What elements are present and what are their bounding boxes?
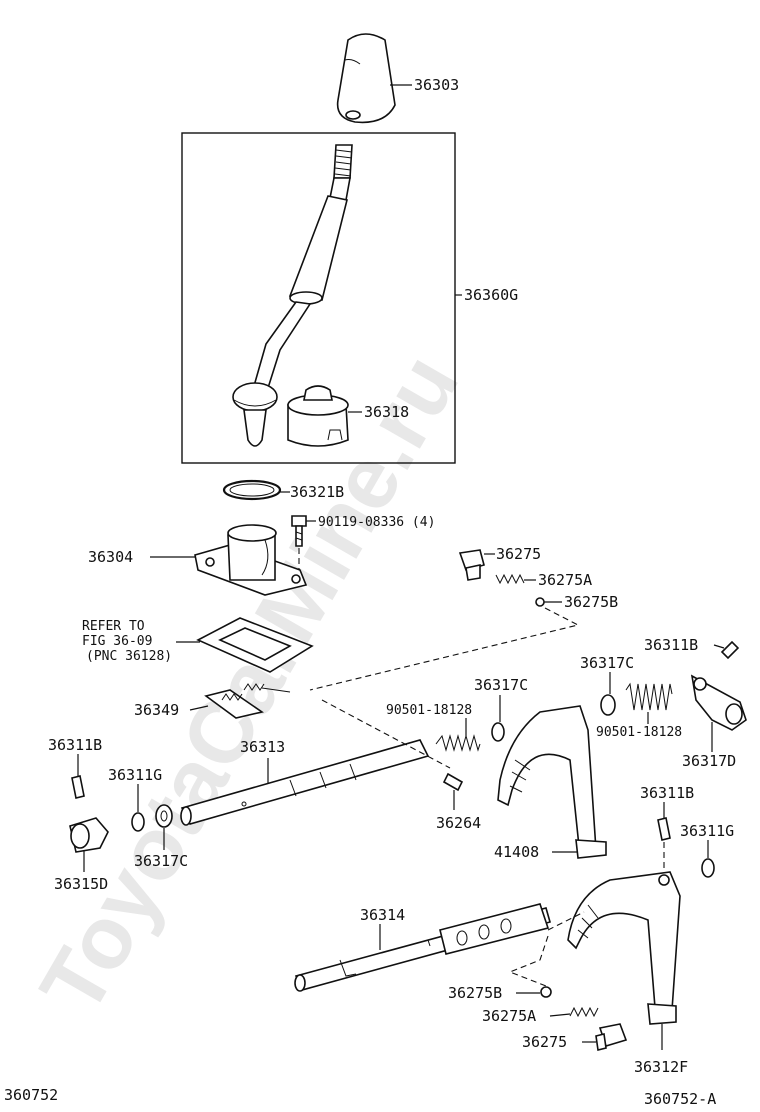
- washer-center: [491, 722, 505, 742]
- pin-left: [71, 775, 85, 799]
- label-head-left: 36315D: [54, 875, 108, 893]
- label-plug-bottom: 36275: [522, 1033, 567, 1051]
- label-pin-left: 36311B: [48, 736, 102, 754]
- label-pin-right-mid: 36311B: [640, 784, 694, 802]
- shift-knob: [336, 33, 396, 124]
- label-ball-top: 36275B: [564, 593, 618, 611]
- label-spring-center: 90501-18128: [386, 703, 472, 718]
- label-bolt: 90119-08336 (4): [318, 515, 435, 530]
- label-washer-mid: 36317C: [474, 676, 528, 694]
- label-fork-upper: 41408: [494, 843, 539, 861]
- shift-lever-retainer: [194, 524, 308, 596]
- label-retainer: 36304: [88, 548, 133, 566]
- gasket: [196, 617, 314, 673]
- label-spring-top: 36275A: [538, 571, 592, 589]
- pin-right-mid: [657, 817, 671, 841]
- plug-top: [458, 549, 485, 581]
- spring-bottom: [569, 1006, 599, 1018]
- label-pin-right-top: 36311B: [644, 636, 698, 654]
- plug-bottom: [595, 1023, 628, 1051]
- label-washer-upper: 36317C: [580, 654, 634, 672]
- shift-fork-shaft-lower: [294, 903, 551, 992]
- spring-top: [495, 573, 525, 585]
- ball-top: [535, 597, 545, 607]
- shift-lever: [232, 144, 353, 447]
- label-pin-center: 36264: [436, 814, 481, 832]
- snap-right: [701, 858, 715, 878]
- lever-assy-frame: [181, 132, 456, 464]
- washer-left: [155, 804, 173, 828]
- label-spring-plate: 36349: [134, 701, 179, 719]
- label-lever-assy: 36360G: [464, 286, 518, 304]
- label-ball-bottom: 36275B: [448, 984, 502, 1002]
- label-plug-top: 36275: [496, 545, 541, 563]
- label-head-d: 36317D: [682, 752, 736, 770]
- snap-left: [131, 812, 145, 832]
- refer-note-line2: FIG 36-09: [82, 634, 152, 649]
- spring-center: [435, 734, 481, 752]
- shift-fork-lower: [567, 871, 681, 1025]
- shift-head-d: [690, 674, 747, 731]
- shift-fork-upper: [497, 705, 607, 859]
- shift-boot: [287, 385, 349, 447]
- diagram-id-left: 360752: [4, 1086, 58, 1104]
- label-snap-right: 36311G: [680, 822, 734, 840]
- diagram-id-right: 360752-A: [644, 1090, 716, 1108]
- pin-right-top: [720, 640, 740, 660]
- label-snap-left: 36311G: [108, 766, 162, 784]
- ball-bottom: [540, 986, 552, 998]
- refer-note-line3: (PNC 36128): [86, 649, 172, 664]
- snap-ring-top: [222, 479, 282, 501]
- label-boot: 36318: [364, 403, 409, 421]
- refer-note-line1: REFER TO: [82, 619, 145, 634]
- label-spring-bottom: 36275A: [482, 1007, 536, 1025]
- pin-center: [442, 772, 464, 792]
- label-spring-right: 90501-18128: [596, 725, 682, 740]
- label-shaft-lower: 36314: [360, 906, 405, 924]
- label-shaft-upper: 36313: [240, 738, 285, 756]
- washer-upper-right: [600, 694, 616, 716]
- spring-right: [625, 682, 673, 711]
- label-snap-ring-top: 36321B: [290, 483, 344, 501]
- shift-head-left: [69, 817, 109, 853]
- shift-fork-shaft-upper: [180, 739, 430, 826]
- label-fork-lower: 36312F: [634, 1058, 688, 1076]
- bolt: [291, 515, 307, 547]
- label-knob: 36303: [414, 76, 459, 94]
- label-washer-left: 36317C: [134, 852, 188, 870]
- spring-plate: [204, 683, 291, 719]
